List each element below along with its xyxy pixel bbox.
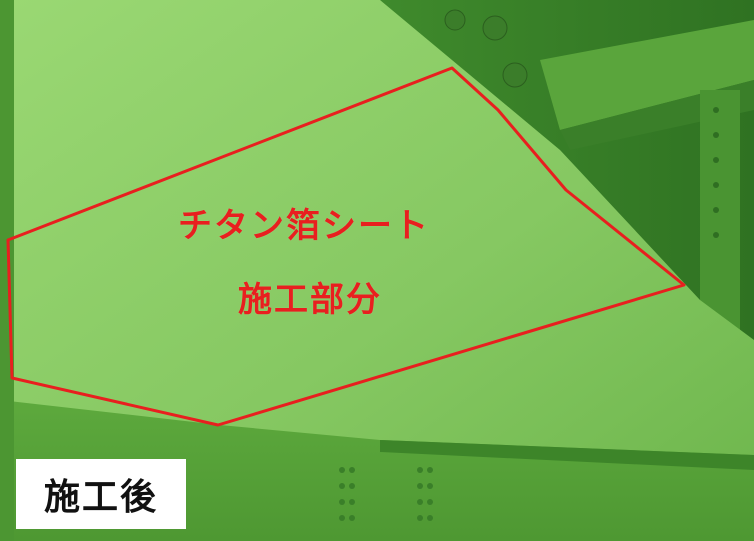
plate-edge [380,440,754,470]
bolt-group [444,9,528,88]
callout-line-foil-sheet: チタン箔シート [178,206,430,246]
foil-area-outline [6,66,686,427]
after-treatment-text: 施工後 [43,477,158,518]
rivet-columns-lower [339,467,433,521]
left-member [0,0,14,541]
plate-underside [0,400,754,541]
after-treatment-label: 施工後 [16,459,186,529]
upper-flange [540,20,754,130]
rivet-row-right [713,107,719,238]
callout-line-applied-area: 施工部分 [238,280,382,320]
